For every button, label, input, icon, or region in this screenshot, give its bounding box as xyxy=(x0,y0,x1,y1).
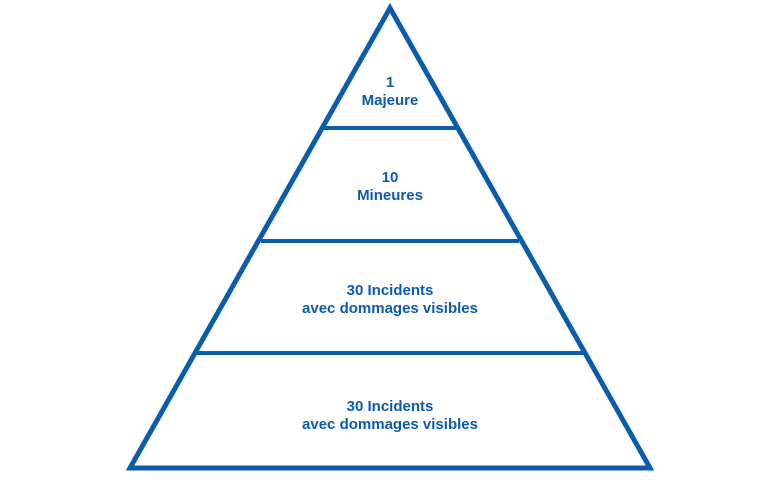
tier-2-label: 10 Mineures xyxy=(0,169,780,205)
tier-2-name: Mineures xyxy=(357,187,423,204)
tier-3-label: 30 Incidents avec dommages visibles xyxy=(0,282,780,318)
tier-1-name: Majeure xyxy=(361,92,419,109)
tier-3-name: avec dommages visibles xyxy=(302,300,478,317)
tier-4-name: avec dommages visibles xyxy=(302,416,478,433)
pyramid-outline xyxy=(125,2,655,471)
tier-4-label: 30 Incidents avec dommages visibles xyxy=(0,398,780,434)
tier-3-count: 30 Incidents xyxy=(346,282,434,299)
tier-4-count: 30 Incidents xyxy=(346,398,434,415)
tier-1-count: 1 xyxy=(385,74,395,91)
tier-1-label: 1 Majeure xyxy=(0,74,780,110)
tier-2-count: 10 xyxy=(381,169,399,186)
